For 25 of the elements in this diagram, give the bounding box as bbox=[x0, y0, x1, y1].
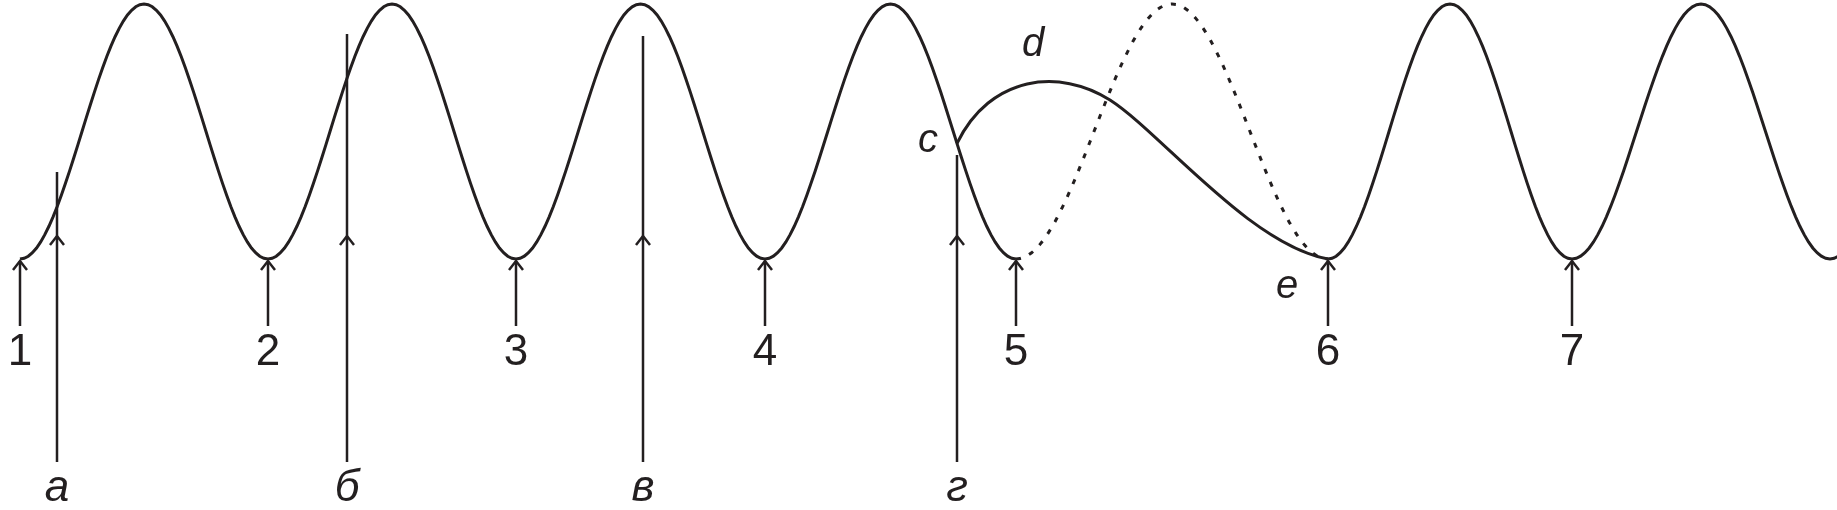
callout-label: б bbox=[334, 464, 360, 508]
point-label: c bbox=[918, 118, 938, 158]
callout-label: 2 bbox=[255, 328, 281, 372]
arrow bbox=[259, 259, 277, 326]
callout-label: 7 bbox=[1559, 328, 1585, 372]
arrow bbox=[48, 170, 66, 462]
arrow bbox=[507, 259, 525, 326]
arrow bbox=[948, 153, 966, 462]
arrow bbox=[11, 259, 29, 326]
arrow bbox=[1319, 259, 1337, 326]
arrow bbox=[338, 32, 356, 462]
callout-label: 4 bbox=[752, 328, 778, 372]
point-label: d bbox=[1022, 22, 1045, 62]
arrow bbox=[1007, 259, 1025, 326]
point-label: e bbox=[1276, 264, 1299, 304]
callout-label: 3 bbox=[503, 328, 529, 372]
callout-label: 5 bbox=[1003, 328, 1029, 372]
arrow bbox=[1563, 259, 1581, 326]
callout-label: г bbox=[946, 464, 968, 508]
callout-label: а bbox=[44, 464, 70, 508]
callout-label: 6 bbox=[1315, 328, 1341, 372]
callout-label: 1 bbox=[7, 328, 33, 372]
callout-label: в bbox=[631, 464, 655, 508]
arrow bbox=[634, 34, 652, 462]
arrow bbox=[756, 259, 774, 326]
